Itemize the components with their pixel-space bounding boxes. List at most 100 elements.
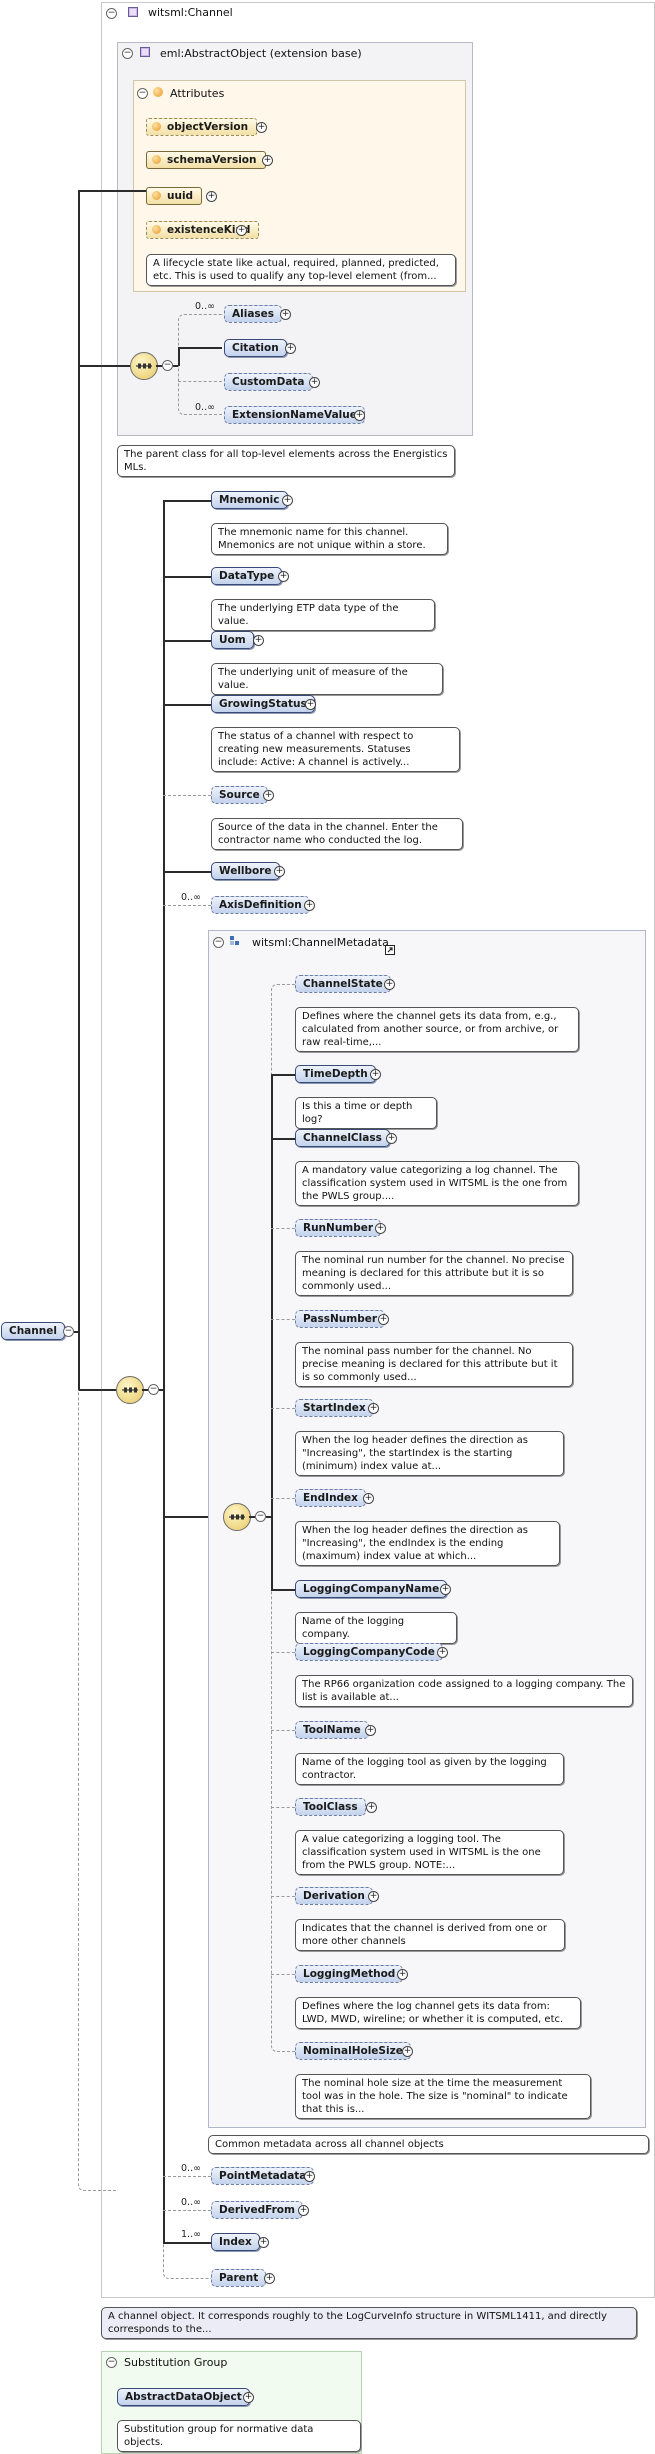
aliases-cardinality: 0..∞ bbox=[195, 301, 215, 312]
element-axis-definition[interactable]: AxisDefinition bbox=[211, 896, 310, 914]
element-wellbore[interactable]: Wellbore bbox=[211, 862, 280, 880]
expand-end-index-icon[interactable]: + bbox=[363, 1493, 374, 1504]
connector-line bbox=[156, 365, 162, 367]
collapse-sequence-toggle[interactable]: − bbox=[255, 1511, 266, 1522]
element-pass-number[interactable]: PassNumber bbox=[295, 1310, 386, 1328]
optional-connector bbox=[271, 1807, 295, 1808]
expand-nominal-hole-size-icon[interactable]: + bbox=[402, 2046, 413, 2057]
expand-pass-number-icon[interactable]: + bbox=[378, 1314, 389, 1325]
collapse-sequence-toggle[interactable]: − bbox=[162, 360, 173, 371]
element-derived-from[interactable]: DerivedFrom bbox=[211, 2201, 303, 2219]
sequence-compositor-icon bbox=[116, 1376, 144, 1404]
root-element-channel[interactable]: Channel bbox=[1, 1322, 65, 1340]
element-growing-status[interactable]: GrowingStatus bbox=[211, 695, 315, 713]
mnemonic-doc: The mnemonic name for this channel. Mnem… bbox=[211, 523, 448, 555]
attribute-icon bbox=[152, 191, 161, 200]
collapse-sequence-toggle[interactable]: − bbox=[148, 1384, 159, 1395]
element-citation[interactable]: Citation bbox=[224, 339, 287, 357]
expand-schema-version-icon[interactable]: + bbox=[262, 155, 273, 166]
expand-point-metadata-icon[interactable]: + bbox=[304, 2171, 315, 2182]
expand-index-icon[interactable]: + bbox=[258, 2237, 269, 2248]
element-tool-name[interactable]: ToolName bbox=[295, 1721, 369, 1739]
expand-tool-class-icon[interactable]: + bbox=[366, 1802, 377, 1813]
expand-growing-status-icon[interactable]: + bbox=[305, 699, 316, 710]
element-logging-company-code[interactable]: LoggingCompanyCode bbox=[295, 1643, 443, 1661]
sequence-compositor-icon bbox=[223, 1503, 251, 1531]
element-channel-class[interactable]: ChannelClass bbox=[295, 1129, 390, 1147]
optional-connector bbox=[271, 1974, 295, 1975]
element-channel-state[interactable]: ChannelState bbox=[295, 975, 391, 993]
extension-name-value-cardinality: 0..∞ bbox=[195, 402, 215, 413]
expand-derivation-icon[interactable]: + bbox=[368, 1891, 379, 1902]
expand-logging-method-icon[interactable]: + bbox=[397, 1969, 408, 1980]
element-time-depth[interactable]: TimeDepth bbox=[295, 1065, 376, 1083]
expand-parent-icon[interactable]: + bbox=[264, 2273, 275, 2284]
collapse-abstract-object-toggle[interactable]: − bbox=[122, 48, 133, 59]
collapse-channel-metadata-toggle[interactable]: − bbox=[213, 937, 224, 948]
element-logging-method[interactable]: LoggingMethod bbox=[295, 1965, 404, 1983]
element-derivation[interactable]: Derivation bbox=[295, 1887, 373, 1905]
expand-start-index-icon[interactable]: + bbox=[368, 1403, 379, 1414]
attribute-object-version[interactable]: objectVersion bbox=[146, 118, 258, 136]
expand-aliases-icon[interactable]: + bbox=[280, 309, 291, 320]
expand-object-version-icon[interactable]: + bbox=[256, 122, 267, 133]
element-abstract-data-object[interactable]: AbstractDataObject bbox=[117, 2388, 250, 2406]
expand-mnemonic-icon[interactable]: + bbox=[282, 495, 293, 506]
expand-logging-company-code-icon[interactable]: + bbox=[437, 1647, 448, 1658]
data-type-doc: The underlying ETP data type of the valu… bbox=[211, 599, 435, 631]
optional-connector bbox=[271, 1228, 295, 1229]
expand-uom-icon[interactable]: + bbox=[253, 635, 264, 646]
element-run-number[interactable]: RunNumber bbox=[295, 1219, 382, 1237]
expand-channel-class-icon[interactable]: + bbox=[386, 1133, 397, 1144]
attribute-uuid[interactable]: uuid bbox=[146, 187, 203, 205]
element-point-metadata[interactable]: PointMetadata bbox=[211, 2167, 315, 2185]
element-source[interactable]: Source bbox=[211, 786, 268, 804]
expand-abstract-data-object-icon[interactable]: + bbox=[243, 2392, 254, 2403]
element-nominal-hole-size[interactable]: NominalHoleSize bbox=[295, 2042, 411, 2060]
expand-derived-from-icon[interactable]: + bbox=[298, 2205, 309, 2216]
element-mnemonic[interactable]: Mnemonic bbox=[211, 491, 288, 509]
element-tool-class[interactable]: ToolClass bbox=[295, 1798, 366, 1816]
expand-tool-name-icon[interactable]: + bbox=[365, 1725, 376, 1736]
element-uom[interactable]: Uom bbox=[211, 631, 254, 649]
run-number-doc: The nominal run number for the channel. … bbox=[295, 1251, 573, 1296]
element-logging-company-name[interactable]: LoggingCompanyName bbox=[295, 1580, 448, 1598]
attribute-existence-kind[interactable]: existenceKind bbox=[146, 221, 260, 239]
expand-wellbore-icon[interactable]: + bbox=[274, 866, 285, 877]
expand-channel-state-icon[interactable]: + bbox=[384, 979, 395, 990]
optional-connector bbox=[163, 2210, 211, 2211]
connector-line bbox=[163, 704, 211, 706]
element-end-index[interactable]: EndIndex bbox=[295, 1489, 366, 1507]
external-link-icon[interactable] bbox=[385, 945, 395, 955]
expand-logging-company-name-icon[interactable]: + bbox=[440, 1584, 451, 1595]
logging-company-name-doc: Name of the logging company. bbox=[295, 1612, 457, 1644]
element-aliases[interactable]: Aliases bbox=[224, 305, 283, 323]
channel-metadata-title: witsml:ChannelMetadata bbox=[252, 936, 389, 949]
expand-citation-icon[interactable]: + bbox=[285, 343, 296, 354]
expand-source-icon[interactable]: + bbox=[263, 790, 274, 801]
channel-state-doc: Defines where the channel gets its data … bbox=[295, 1007, 579, 1052]
connector-line bbox=[178, 347, 180, 366]
attribute-icon bbox=[152, 122, 161, 131]
expand-time-depth-icon[interactable]: + bbox=[370, 1069, 381, 1080]
collapse-channel-toggle[interactable]: − bbox=[63, 1326, 74, 1337]
expand-run-number-icon[interactable]: + bbox=[375, 1223, 386, 1234]
element-parent[interactable]: Parent bbox=[211, 2269, 267, 2287]
expand-data-type-icon[interactable]: + bbox=[278, 571, 289, 582]
expand-existence-kind-icon[interactable]: + bbox=[236, 225, 247, 236]
collapse-channel-type-toggle[interactable]: − bbox=[106, 8, 117, 19]
collapse-attributes-toggle[interactable]: − bbox=[137, 88, 148, 99]
connector-line bbox=[249, 1516, 255, 1518]
element-extension-name-value[interactable]: ExtensionNameValue bbox=[224, 406, 365, 424]
expand-custom-data-icon[interactable]: + bbox=[309, 377, 320, 388]
collapse-substitution-group-toggle[interactable]: − bbox=[106, 2357, 117, 2368]
expand-axis-definition-icon[interactable]: + bbox=[304, 900, 315, 911]
attribute-schema-version[interactable]: schemaVersion bbox=[146, 151, 266, 169]
connector-line bbox=[173, 365, 178, 367]
element-data-type[interactable]: DataType bbox=[211, 567, 283, 585]
expand-extension-name-value-icon[interactable]: + bbox=[354, 410, 365, 421]
element-custom-data[interactable]: CustomData bbox=[224, 373, 313, 391]
element-start-index[interactable]: StartIndex bbox=[295, 1399, 374, 1417]
element-index[interactable]: Index bbox=[211, 2233, 260, 2251]
expand-uuid-icon[interactable]: + bbox=[206, 191, 217, 202]
